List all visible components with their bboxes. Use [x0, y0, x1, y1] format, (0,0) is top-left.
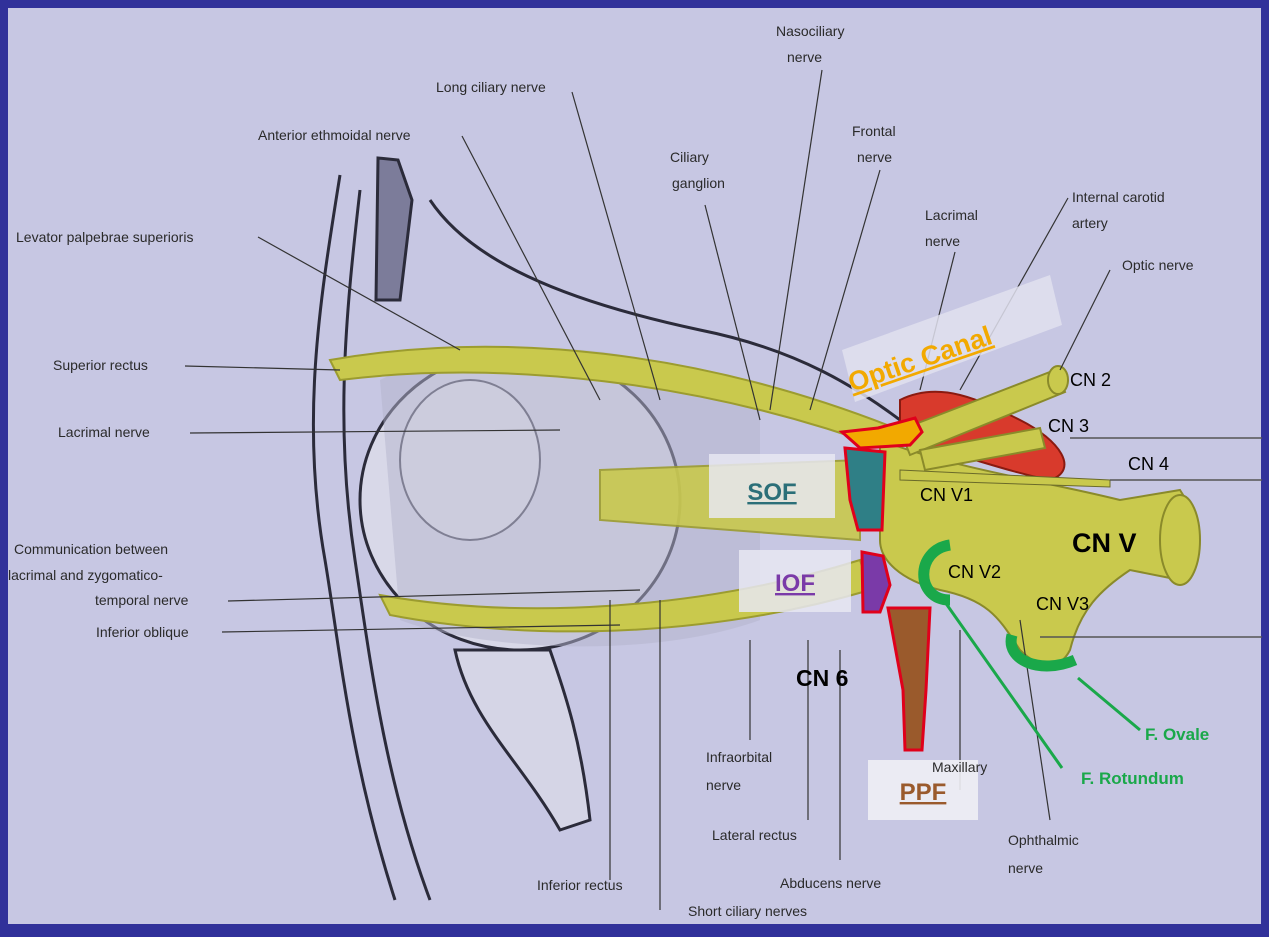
ciliary-ganglion-label-2: ganglion: [672, 175, 725, 191]
lacrimal-top-label-2: nerve: [925, 233, 960, 249]
ppf-label: PPF: [900, 779, 947, 806]
internal-carotid-label-1: Internal carotid: [1072, 189, 1165, 205]
ophthalmic-label-1: Ophthalmic: [1008, 832, 1079, 848]
anterior-ethmoidal-label: Anterior ethmoidal nerve: [258, 127, 411, 143]
lacrimal-top-label-1: Lacrimal: [925, 207, 978, 223]
nasociliary-label-2: nerve: [787, 49, 822, 65]
lacrimal-left-label: Lacrimal nerve: [58, 424, 150, 440]
inferior-rectus-label: Inferior rectus: [537, 877, 623, 893]
cn2-label: CN 2: [1070, 370, 1111, 390]
cn3-label: CN 3: [1048, 416, 1089, 436]
levator-label: Levator palpebrae superioris: [16, 229, 193, 245]
long-ciliary-label: Long ciliary nerve: [436, 79, 546, 95]
cnv2-label: CN V2: [948, 562, 1001, 582]
cn4-label: CN 4: [1128, 454, 1169, 474]
cnv3-label: CN V3: [1036, 594, 1089, 614]
frontal-label-1: Frontal: [852, 123, 896, 139]
abducens-label: Abducens nerve: [780, 875, 881, 891]
communication-label-2: lacrimal and zygomatico-: [8, 567, 163, 583]
cn5-root: [1160, 495, 1200, 585]
maxillary-label: Maxillary: [932, 759, 987, 775]
superior-rectus-label: Superior rectus: [53, 357, 148, 373]
cnv1-label: CN V1: [920, 485, 973, 505]
sof-label: SOF: [747, 479, 796, 506]
lateral-rectus-label: Lateral rectus: [712, 827, 797, 843]
f-ovale-label: F. Ovale: [1145, 725, 1209, 744]
ophthalmic-label-2: nerve: [1008, 860, 1043, 876]
internal-carotid-label-2: artery: [1072, 215, 1108, 231]
nasociliary-label-1: Nasociliary: [776, 23, 844, 39]
ciliary-ganglion-label-1: Ciliary: [670, 149, 709, 165]
communication-label-1: Communication between: [14, 541, 168, 557]
iof-label: IOF: [775, 570, 815, 597]
communication-label-3: temporal nerve: [95, 592, 189, 608]
optic-nerve-end: [1048, 366, 1068, 394]
optic-nerve-label: Optic nerve: [1122, 257, 1194, 273]
cnv-label: CN V: [1072, 528, 1137, 558]
frontal-label-2: nerve: [857, 149, 892, 165]
infraorbital-label-2: nerve: [706, 777, 741, 793]
infraorbital-label-1: Infraorbital: [706, 749, 772, 765]
inferior-oblique-label: Inferior oblique: [96, 624, 189, 640]
cn6-label: CN 6: [796, 665, 848, 691]
f-rotundum-label: F. Rotundum: [1081, 769, 1184, 788]
short-ciliary-label: Short ciliary nerves: [688, 903, 807, 919]
